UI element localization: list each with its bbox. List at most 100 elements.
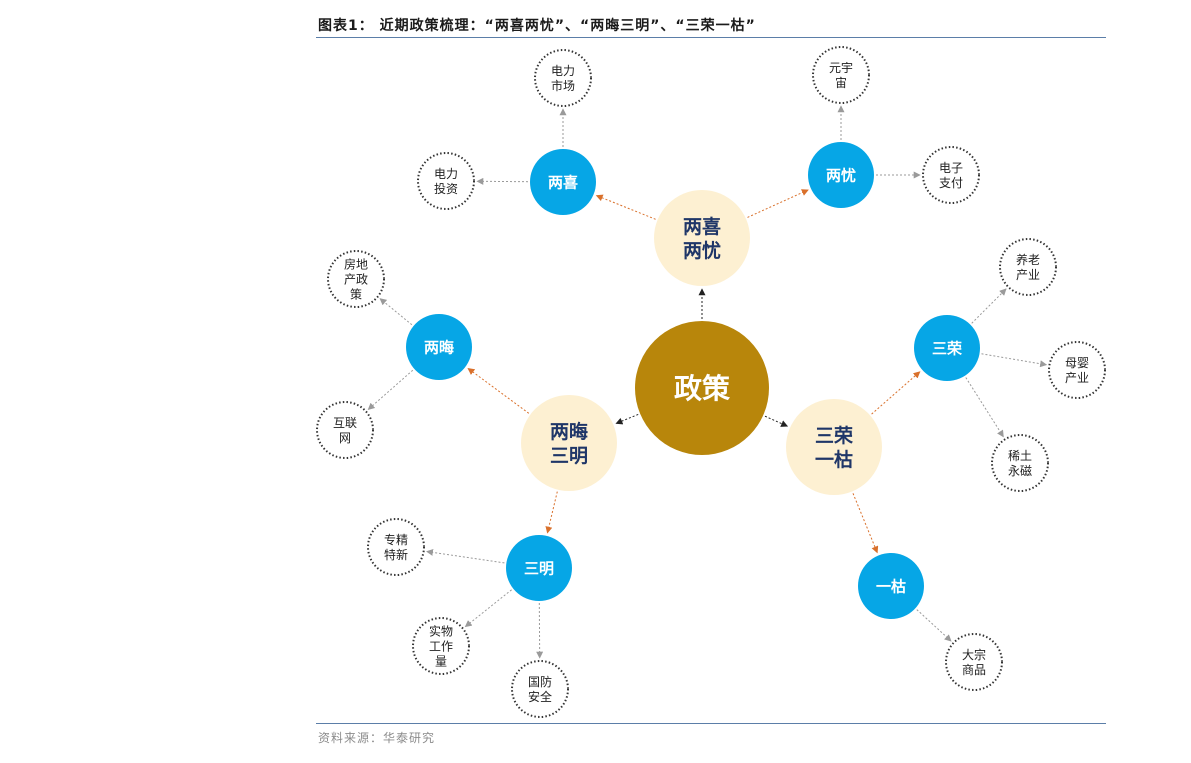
group-node-1-circle <box>521 395 617 491</box>
leaf-node-1-1-1-label: 量 <box>435 654 447 668</box>
edge-group-0-to-child-0 <box>595 194 656 220</box>
leaf-node-1-0-1-label: 互联 <box>333 416 357 430</box>
child-node-0-0-label: 两喜 <box>548 173 578 191</box>
leaf-node-0-0-0-label: 市场 <box>551 78 575 93</box>
leaf-node-2-0-2-circle <box>991 434 1049 492</box>
leaf-node-0-0-1-circle <box>417 152 475 210</box>
leaf-node-0-1-0-label: 宙 <box>835 75 847 90</box>
leaf-node-1-1-1-label: 工作 <box>429 639 453 653</box>
leaf-node-2-0-1-circle <box>1048 341 1106 399</box>
leaf-node-1-0-0-circle <box>327 250 385 308</box>
leaf-node-0-0-0-label: 电力 <box>551 64 575 78</box>
leaf-node-0-1-0-label: 元宇 <box>829 61 853 75</box>
leaf-node-2-0-0-label: 养老 <box>1016 252 1040 267</box>
top-rule <box>316 37 1106 38</box>
edge-center-to-group-2 <box>764 415 789 427</box>
bottom-rule <box>316 723 1106 724</box>
leaf-node-1-0-1-circle <box>316 401 374 459</box>
child-node-2-1: 一枯 <box>858 553 924 619</box>
group-node-0-label: 两喜 <box>683 216 721 238</box>
leaf-node-1-1-2-label: 国防 <box>528 674 552 689</box>
group-node-0-circle <box>654 190 750 286</box>
child-node-1-1: 三明 <box>506 535 572 601</box>
child-node-2-1-label: 一枯 <box>876 577 906 595</box>
edge-child-1-1-to-leaf-0 <box>426 548 505 564</box>
leaf-node-1-1-1-label: 实物 <box>429 623 453 638</box>
child-node-1-1-label: 三明 <box>524 559 554 577</box>
child-node-2-1-circle <box>858 553 924 619</box>
edge-child-1-0-to-leaf-0 <box>379 298 413 326</box>
child-node-1-0-label: 两晦 <box>424 338 454 356</box>
leaf-node-1-1-0-circle <box>367 518 425 576</box>
leaf-node-1-0-1: 互联网 <box>316 401 374 459</box>
group-node-2: 三荣一枯 <box>786 399 882 495</box>
edge-group-0-to-child-1 <box>747 189 809 218</box>
group-node-2-circle <box>786 399 882 495</box>
child-node-0-1: 两忧 <box>808 142 874 208</box>
leaf-node-0-0-1-label: 投资 <box>434 181 458 196</box>
edge-group-2-to-child-1 <box>852 493 879 554</box>
edge-child-1-0-to-leaf-1 <box>367 369 414 410</box>
leaf-node-2-0-1-label: 产业 <box>1065 371 1089 385</box>
leaf-node-1-0-1-label: 网 <box>339 431 351 445</box>
source-note: 资料来源：华泰研究 <box>318 731 436 745</box>
edge-group-1-to-child-1 <box>545 491 558 534</box>
leaf-node-0-0-0-circle <box>534 49 592 107</box>
group-node-0-label: 两忧 <box>683 239 721 262</box>
child-node-0-0: 两喜 <box>530 149 596 215</box>
edge-child-2-0-to-leaf-1 <box>981 353 1048 368</box>
center-node-policy-circle <box>635 321 769 455</box>
leaf-node-1-1-0-label: 专精 <box>384 532 408 547</box>
leaf-node-0-1-0-circle <box>812 46 870 104</box>
leaf-node-2-1-0-circle <box>945 633 1003 691</box>
leaf-node-0-0-1-label: 电力 <box>434 167 458 181</box>
group-node-2-label: 三荣 <box>815 424 853 447</box>
edge-group-1-to-child-0 <box>467 367 530 414</box>
leaf-node-1-1-0-label: 特新 <box>384 547 408 562</box>
group-node-2-label: 一枯 <box>815 448 853 471</box>
edge-center-to-group-1 <box>615 413 639 425</box>
leaf-node-0-1-0: 元宇宙 <box>812 46 870 104</box>
leaf-node-1-1-2-circle <box>511 660 569 718</box>
group-node-1-label: 三明 <box>550 445 588 467</box>
leaf-node-0-1-1-circle <box>922 146 980 204</box>
leaf-node-1-1-2-label: 安全 <box>528 689 552 704</box>
edge-child-2-1-to-leaf-0 <box>916 609 952 642</box>
child-node-2-0: 三荣 <box>914 315 980 381</box>
leaf-node-2-1-0-label: 商品 <box>962 662 986 677</box>
leaf-node-2-1-0-label: 大宗 <box>962 647 986 662</box>
leaf-node-2-0-2-label: 永磁 <box>1008 463 1032 478</box>
group-node-0: 两喜两忧 <box>654 190 750 286</box>
child-node-1-0: 两晦 <box>406 314 472 380</box>
leaf-node-1-0-0-label: 房地 <box>344 256 368 271</box>
edge-group-2-to-child-0 <box>871 371 921 415</box>
center-node-policy: 政策 <box>635 321 769 455</box>
leaf-node-2-0-0-label: 产业 <box>1016 268 1040 282</box>
leaf-node-0-1-1-label: 支付 <box>939 176 963 190</box>
child-node-1-0-circle <box>406 314 472 380</box>
leaf-node-1-0-0-label: 策 <box>350 287 362 301</box>
child-node-1-1-circle <box>506 535 572 601</box>
child-node-0-0-circle <box>530 149 596 215</box>
leaf-node-2-0-2-label: 稀土 <box>1008 449 1032 463</box>
child-node-2-0-circle <box>914 315 980 381</box>
leaf-node-1-1-1-circle <box>412 617 470 675</box>
center-node-policy-label: 政策 <box>674 372 730 405</box>
group-node-1: 两晦三明 <box>521 395 617 491</box>
edge-child-2-0-to-leaf-2 <box>965 377 1004 438</box>
child-node-0-1-circle <box>808 142 874 208</box>
leaf-node-0-1-1-label: 电子 <box>939 161 963 175</box>
edge-child-2-0-to-leaf-0 <box>971 288 1007 324</box>
